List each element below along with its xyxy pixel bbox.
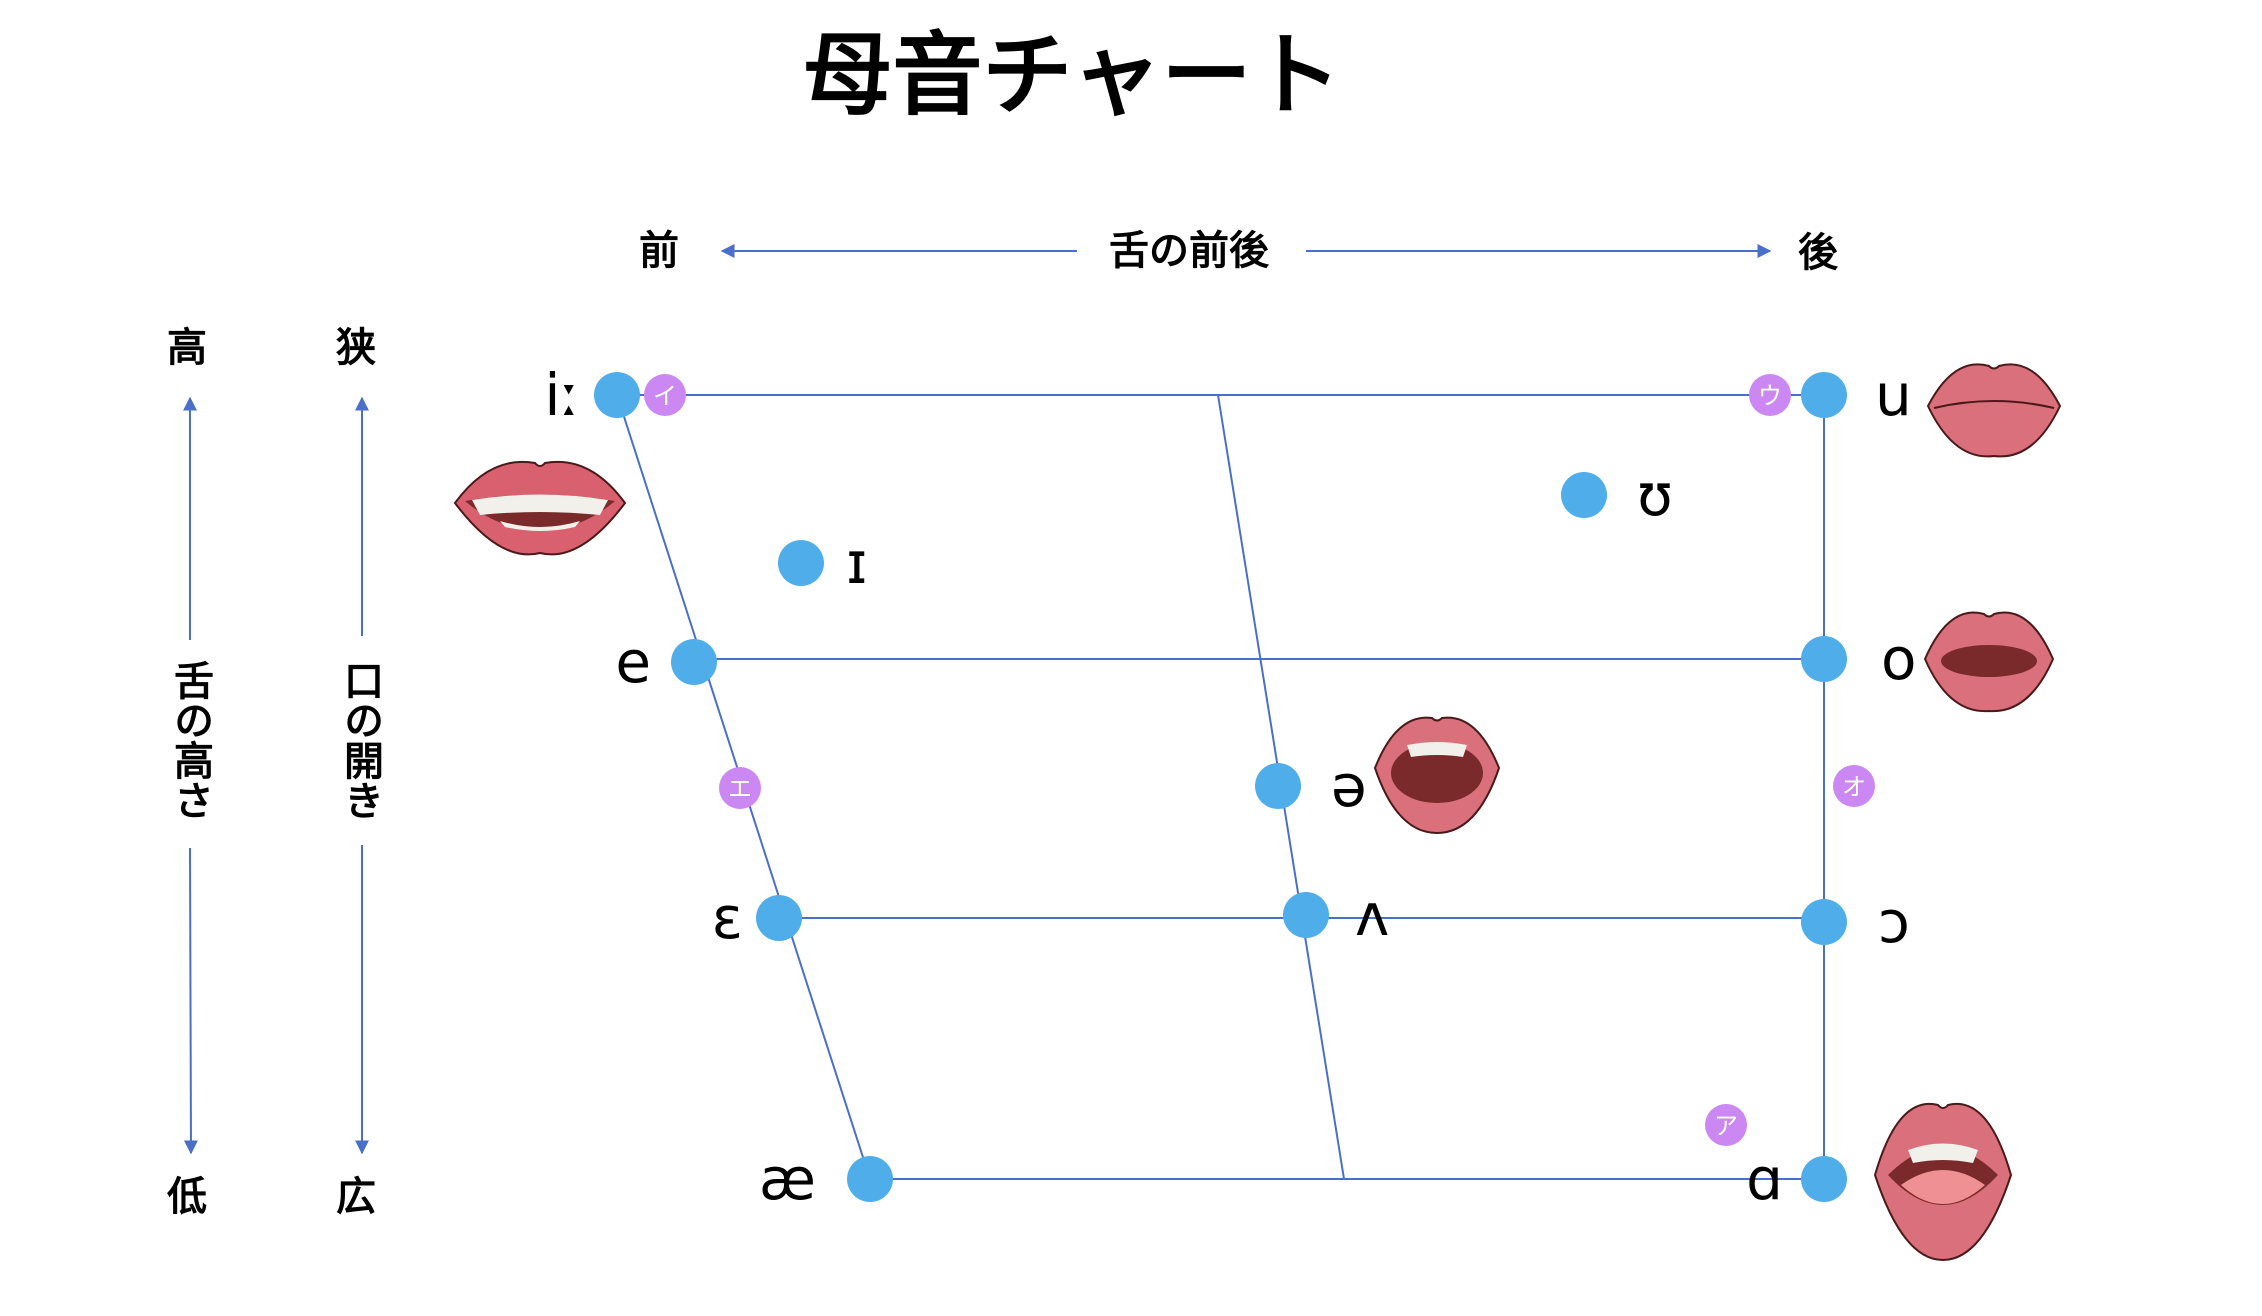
- chart-title: 母音チャート: [802, 23, 1341, 128]
- vowel-point: ɑ: [1746, 1145, 1847, 1213]
- vowel-dot: [847, 1156, 893, 1202]
- low-label: 低: [167, 1174, 207, 1220]
- vowel-dot: [1283, 892, 1329, 938]
- mouth-round-open-icon: [1923, 611, 2055, 713]
- vowel-point: ɛ: [712, 884, 802, 952]
- japanese-vowel-kana: イ: [653, 382, 677, 410]
- vowel-dot: [594, 372, 640, 418]
- vowel-point: u: [1801, 361, 1912, 429]
- japanese-vowel-dot: [1833, 765, 1875, 807]
- japanese-vowel-point: エ: [719, 767, 761, 809]
- vowel-point: ɪ: [778, 529, 868, 597]
- vowel-point: ɔ: [1801, 888, 1910, 956]
- mouth-wide-open-icon: [1873, 1102, 2013, 1262]
- japanese-vowel-kana: オ: [1842, 773, 1866, 801]
- vertical-axis-tongue-height: 高 低 舌の高さ: [167, 325, 213, 1220]
- japanese-vowel-point: ウ: [1749, 374, 1791, 416]
- high-label: 高: [167, 325, 207, 371]
- vowel-dot: [1801, 899, 1847, 945]
- chart-grid: [616, 394, 1825, 1180]
- japanese-vowel-kana: ウ: [1758, 382, 1782, 410]
- vowel-symbol: o: [1881, 625, 1917, 693]
- vowel-symbol: ɔ: [1878, 888, 1910, 956]
- vowel-dot: [1561, 472, 1607, 518]
- vowel-point: æ: [759, 1145, 893, 1213]
- vowel-points: iː ɪ e ɛ æ əʌ u ʊ o ɔ ɑ: [544, 361, 1916, 1213]
- japanese-vowel-point: イ: [644, 374, 686, 416]
- japanese-vowel-kana: ア: [1714, 1112, 1738, 1140]
- vowel-point: e: [615, 628, 717, 696]
- vowel-dot: [778, 540, 824, 586]
- japanese-vowel-dot: [719, 767, 761, 809]
- mouth-rounded-icon: [1926, 363, 2062, 458]
- vowel-dot: [1801, 372, 1847, 418]
- japanese-vowel-dot: [1705, 1104, 1747, 1146]
- vowel-point: iː: [544, 361, 640, 429]
- back-label: 後: [1798, 230, 1839, 276]
- vowel-dot: [671, 639, 717, 685]
- mouth-opening-label: 口の開き: [337, 660, 383, 820]
- vowel-symbol: ɛ: [712, 884, 743, 952]
- vertical-axis-mouth-opening: 狭 広 口の開き: [336, 325, 383, 1220]
- vowel-symbol: æ: [759, 1145, 816, 1213]
- vowel-symbol: u: [1875, 361, 1912, 429]
- vowel-point: ʊ: [1561, 461, 1673, 529]
- front-label: 前: [639, 228, 679, 274]
- mouth-spread-icon: [453, 460, 627, 556]
- vowel-dot: [1801, 1156, 1847, 1202]
- vowel-dot: [1801, 636, 1847, 682]
- vowel-dot: [756, 895, 802, 941]
- vowel-symbol: iː: [544, 361, 580, 429]
- horizontal-axis: 前 舌の前後 後: [639, 228, 1839, 276]
- japanese-vowel-point: ア: [1705, 1104, 1747, 1146]
- vowel-symbol: e: [615, 628, 651, 696]
- japanese-vowel-points: イ ウエ オア: [644, 374, 1875, 1146]
- mouth-neutral-open-icon: [1373, 716, 1501, 835]
- vowel-symbol: ɪ: [846, 529, 868, 597]
- narrow-label: 狭: [336, 325, 376, 371]
- vowel-point: ʌ: [1283, 881, 1389, 949]
- vowel-symbol: ʊ: [1637, 461, 1673, 529]
- vowel-symbol: ʌ: [1355, 881, 1389, 949]
- japanese-vowel-dot: [644, 374, 686, 416]
- japanese-vowel-point: オ: [1833, 765, 1875, 807]
- japanese-vowel-kana: エ: [728, 775, 752, 803]
- vowel-point: o: [1801, 625, 1917, 693]
- tongue-height-label: 舌の高さ: [167, 660, 213, 820]
- vowel-symbol: ə: [1331, 752, 1367, 820]
- vowel-dot: [1255, 763, 1301, 809]
- tongue-front-back-label: 舌の前後: [1109, 228, 1270, 274]
- japanese-vowel-dot: [1749, 374, 1791, 416]
- wide-label: 広: [336, 1174, 376, 1220]
- vowel-point: ə: [1255, 752, 1367, 820]
- vowel-symbol: ɑ: [1746, 1145, 1783, 1213]
